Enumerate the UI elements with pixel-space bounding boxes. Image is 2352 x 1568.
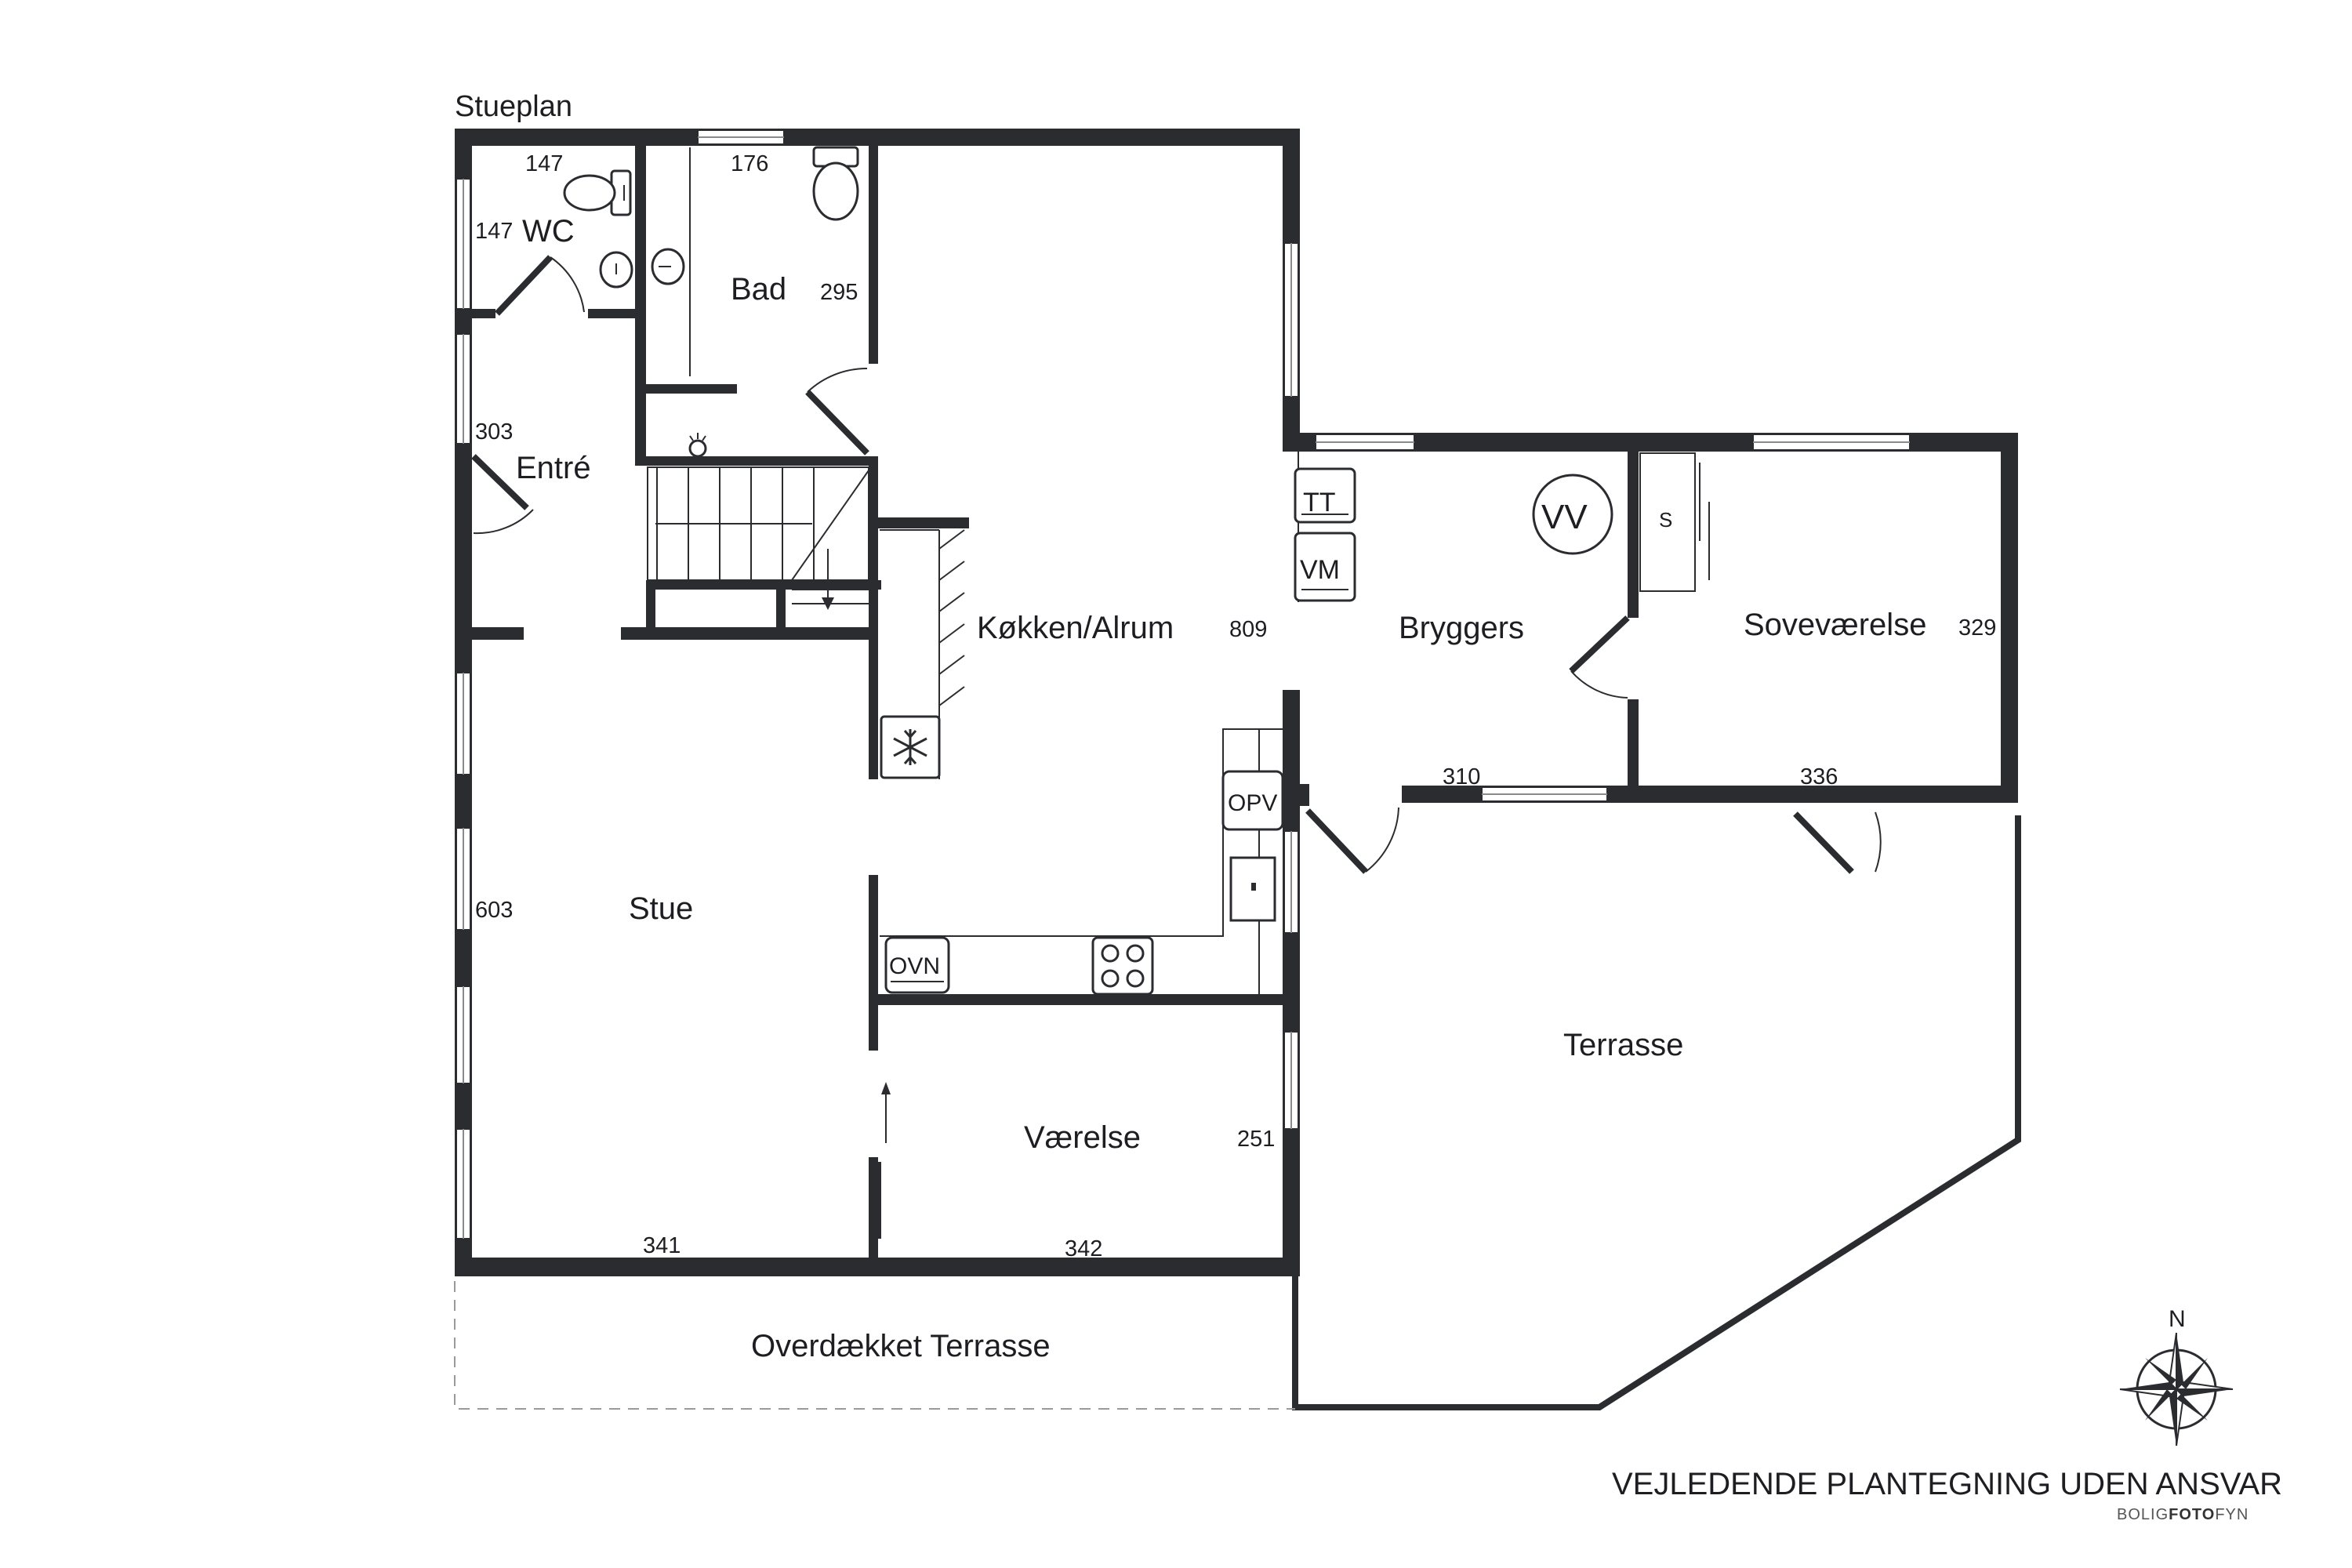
dim-bryggers-bottom: 310 bbox=[1443, 764, 1480, 789]
room-label-bryggers: Bryggers bbox=[1399, 611, 1524, 645]
dim-vaerelse-bottom: 342 bbox=[1065, 1236, 1102, 1261]
staircase bbox=[647, 466, 869, 610]
compass-icon: N bbox=[2119, 1306, 2234, 1446]
page-title: Stueplan bbox=[455, 90, 572, 123]
wardrobe-label: S bbox=[1659, 508, 1672, 532]
dim-bad-side: 295 bbox=[820, 280, 858, 305]
dim-sove-side: 329 bbox=[1958, 615, 1996, 641]
washing-machine-label: VM bbox=[1300, 555, 1340, 585]
room-label-vaerelse: Værelse bbox=[1024, 1120, 1141, 1155]
wardrobe bbox=[1639, 452, 1710, 592]
brand-logo: BOLIGFOTOFYN bbox=[2117, 1506, 2249, 1523]
dim-wc-side: 147 bbox=[475, 219, 513, 244]
dim-entre: 303 bbox=[475, 419, 513, 445]
room-label-wc: WC bbox=[522, 214, 575, 249]
appliance-labels: TT VM VV OPV OVN S bbox=[889, 488, 1672, 979]
water-heater-label: VV bbox=[1541, 498, 1588, 536]
bathroom-fixtures bbox=[563, 146, 859, 458]
dim-vaerelse-side: 251 bbox=[1237, 1127, 1275, 1152]
dim-stue-side: 603 bbox=[475, 898, 513, 923]
dishwasher-label: OPV bbox=[1228, 790, 1277, 816]
room-label-overdaekket: Overdækket Terrasse bbox=[751, 1329, 1051, 1363]
room-label-sovevaerelse: Soveværelse bbox=[1744, 608, 1926, 642]
room-label-kokken: Køkken/Alrum bbox=[977, 611, 1174, 645]
disclaimer-text: VEJLEDENDE PLANTEGNING UDEN ANSVAR bbox=[1612, 1467, 2282, 1501]
room-label-terrasse: Terrasse bbox=[1563, 1028, 1683, 1062]
dim-kokken: 809 bbox=[1229, 617, 1267, 642]
dim-sove-bottom: 336 bbox=[1800, 764, 1838, 789]
dim-wc-top: 147 bbox=[525, 151, 563, 176]
hob-icon bbox=[1101, 944, 1145, 988]
dim-stue-bottom: 341 bbox=[643, 1233, 681, 1258]
dim-bad-top: 176 bbox=[731, 151, 768, 176]
room-label-entre: Entré bbox=[516, 451, 591, 485]
compass-north-label: N bbox=[2169, 1306, 2186, 1332]
terrace-outline bbox=[454, 815, 2021, 1410]
windows bbox=[456, 129, 1911, 1240]
room-label-stue: Stue bbox=[629, 891, 693, 926]
room-label-bad: Bad bbox=[731, 272, 786, 307]
freezer-icon bbox=[893, 729, 927, 765]
doors bbox=[471, 255, 1882, 1239]
utility-fixtures bbox=[1294, 452, 1613, 602]
oven-label: OVN bbox=[889, 953, 940, 979]
tumble-dryer-label: TT bbox=[1303, 488, 1336, 517]
footer: VEJLEDENDE PLANTEGNING UDEN ANSVAR BOLIG… bbox=[1612, 1467, 2282, 1523]
room-labels: Stueplan WC Bad Entré Køkken/Alrum Stue … bbox=[455, 90, 1926, 1363]
kitchen-fixtures bbox=[880, 529, 1284, 996]
dimension-labels: 147 147 176 295 303 809 603 341 342 251 … bbox=[475, 151, 1996, 1261]
